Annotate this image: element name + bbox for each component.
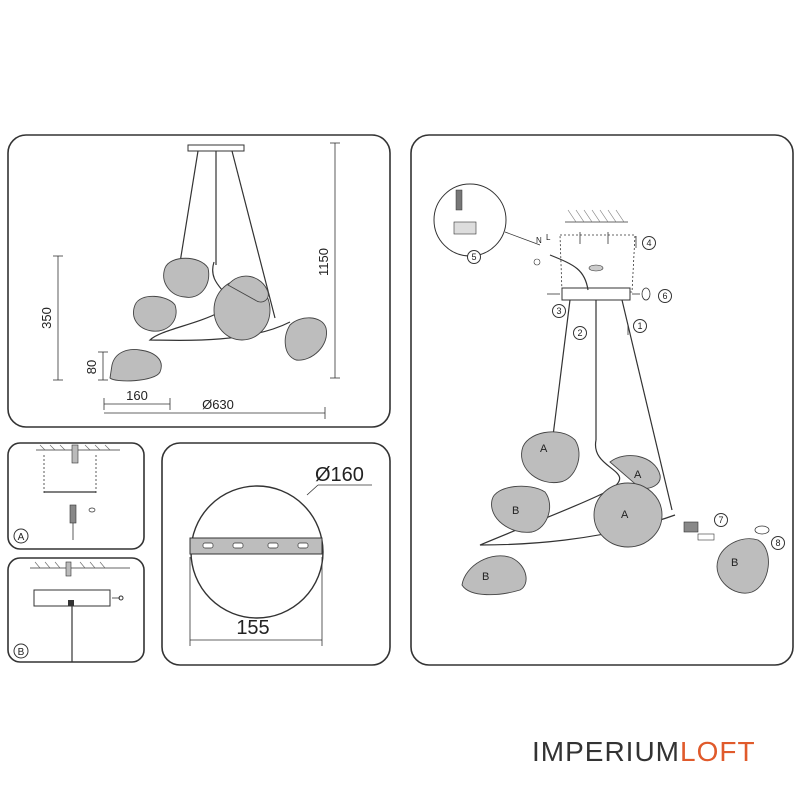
svg-text:L: L: [546, 233, 551, 242]
shade-height-label: 80: [84, 360, 99, 374]
brand-part2: LOFT: [680, 736, 756, 767]
canopy-diameter-label: Ø160: [315, 464, 364, 486]
inst-cable-right: [621, 299, 673, 511]
body-height-label: 350: [39, 307, 54, 329]
step-3: 3: [556, 306, 561, 316]
step-2: 2: [577, 328, 582, 338]
step-8: 8: [775, 538, 780, 548]
bulb-icon: [697, 533, 715, 541]
svg-text:B: B: [512, 505, 519, 517]
step-5: 5: [471, 252, 476, 262]
installation-panel: [410, 134, 794, 666]
mount-spacing-label: 155: [236, 617, 269, 639]
inst-shade-a3: [593, 482, 663, 548]
svg-text:A: A: [634, 469, 642, 481]
ring-icon: [754, 525, 770, 535]
inst-shade-a1: [521, 431, 580, 484]
ground-icon: [533, 258, 541, 266]
inst-shade-b2: [461, 555, 527, 596]
canopy-plate: [187, 144, 245, 152]
svg-text:N: N: [536, 236, 542, 245]
shade-top-left: [163, 257, 210, 298]
svg-text:A: A: [621, 509, 629, 521]
step-1: 1: [637, 321, 642, 331]
detail-b-badge: [13, 643, 29, 659]
svg-text:B: B: [482, 571, 489, 583]
shade-right: [284, 317, 327, 361]
shade-back: [227, 275, 269, 303]
brand-logo: IMPERIUMLOFT: [532, 736, 756, 768]
svg-text:A: A: [18, 532, 25, 543]
brand-part1: IMPERIUM: [532, 736, 680, 767]
screwdriver-icon: [69, 504, 77, 524]
shade-width-label: 160: [126, 388, 148, 403]
step-6: 6: [662, 291, 667, 301]
step-7: 7: [718, 515, 723, 525]
screwdriver-icon: [455, 189, 463, 211]
svg-text:A: A: [540, 443, 548, 455]
diameter-label: Ø630: [202, 397, 234, 412]
detail-b-panel: [7, 557, 145, 663]
svg-text:B: B: [18, 647, 25, 658]
mount-bar: [189, 537, 323, 555]
detail-a-panel: [7, 442, 145, 550]
wiring-magnifier: [433, 183, 507, 257]
total-height-label: 1150: [316, 248, 331, 276]
step-markers: 1 2 3 4 5 6 7 8: [467, 236, 785, 550]
inst-shade-b1: [491, 485, 550, 533]
suspension-cable-right: [231, 150, 276, 319]
shade-mid-left: [133, 295, 177, 332]
suspension-cable-left: [177, 150, 199, 276]
svg-text:B: B: [731, 557, 738, 569]
step-4: 4: [646, 238, 651, 248]
shade-bottom-left: [109, 349, 162, 382]
canopy-base: [561, 287, 631, 301]
socket-icon: [683, 521, 699, 533]
inst-shade-b3: [716, 538, 769, 594]
terminal-block-icon: [453, 221, 477, 235]
supply-wire: [549, 254, 589, 291]
detail-a-badge: [13, 528, 29, 544]
